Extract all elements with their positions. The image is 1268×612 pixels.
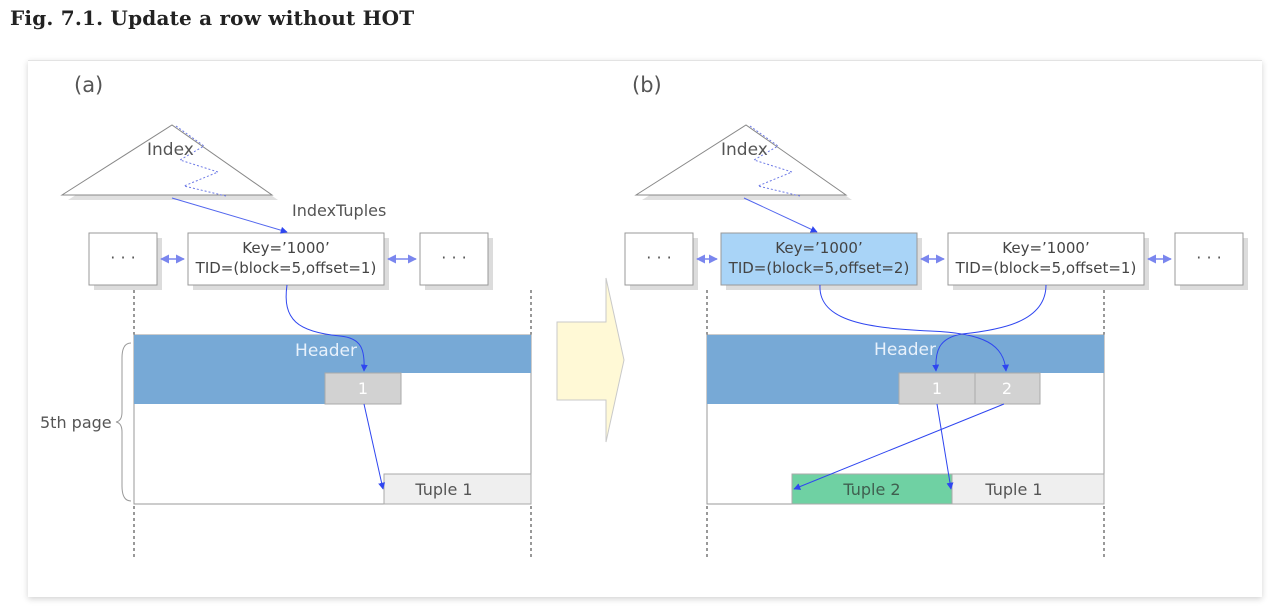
heap-tuple-1-b bbox=[951, 473, 1105, 505]
index-triangle-a: Index bbox=[60, 124, 278, 200]
index-pointer-arrow-b bbox=[743, 197, 818, 233]
index-tuple-tid-a: TID=(block=5,offset=1) bbox=[195, 259, 377, 277]
line-pointer-1-a bbox=[324, 372, 402, 405]
panel-b: (b) Index · · · Key=’1000’ TID=(block=5,… bbox=[624, 73, 1248, 560]
line-pointer-arrow-a bbox=[363, 403, 386, 490]
ellipsis-left-a: · · · bbox=[110, 248, 135, 267]
tid-arrow-a bbox=[285, 284, 368, 372]
line-pointer-1-b bbox=[898, 372, 976, 405]
new-index-tuple-tid-b: TID=(block=5,offset=2) bbox=[728, 259, 910, 277]
panel-a-label: (a) bbox=[74, 73, 103, 97]
ellipsis-right-a: · · · bbox=[441, 248, 466, 267]
heap-tuple-1-label-a: Tuple 1 bbox=[414, 480, 472, 499]
new-index-tuple-key-b: Key=’1000’ bbox=[775, 239, 862, 257]
page-header-a bbox=[134, 335, 531, 404]
header-label-b: Header bbox=[874, 340, 936, 360]
panel-b-label: (b) bbox=[632, 73, 662, 97]
transition-arrow bbox=[556, 277, 625, 443]
index-tuple-key-a: Key=’1000’ bbox=[242, 239, 329, 257]
ellipsis-left-b: · · · bbox=[646, 248, 671, 267]
index-tuple-ellipsis-right-a bbox=[419, 232, 489, 286]
figure-frame bbox=[28, 60, 1262, 597]
old-index-tuple-key-b: Key=’1000’ bbox=[1002, 239, 1089, 257]
page-label: 5th page bbox=[40, 413, 112, 432]
ellipsis-right-b: · · · bbox=[1196, 248, 1221, 267]
line-pointer-1-label-b: 1 bbox=[932, 379, 942, 398]
index-pointer-arrow-a bbox=[171, 197, 288, 234]
old-index-tuple-b bbox=[947, 232, 1145, 286]
page-brace bbox=[115, 342, 132, 502]
line-pointer-2-arrow-b bbox=[793, 403, 1005, 490]
line-pointer-1-arrow-b bbox=[936, 403, 954, 490]
index-tuple-a bbox=[187, 232, 385, 286]
new-index-tuple-b bbox=[720, 232, 918, 286]
heap-tuple-1-label-b: Tuple 1 bbox=[984, 480, 1042, 499]
panel-a: (a) Index IndexTuples · · · Key=’1000’ T… bbox=[40, 73, 532, 560]
line-pointer-1-label-a: 1 bbox=[358, 379, 368, 398]
index-label-b: Index bbox=[721, 140, 768, 160]
heap-tuple-1-a bbox=[383, 473, 532, 505]
line-pointer-2-label-b: 2 bbox=[1002, 379, 1012, 398]
old-index-tuple-tid-b: TID=(block=5,offset=1) bbox=[955, 259, 1137, 277]
index-tuples-label: IndexTuples bbox=[292, 201, 386, 220]
header-label-a: Header bbox=[295, 341, 357, 361]
index-label-a: Index bbox=[147, 140, 194, 160]
heap-tuple-2-label-b: Tuple 2 bbox=[842, 480, 900, 499]
index-tuple-ellipsis-left-b bbox=[624, 232, 694, 286]
index-triangle-b: Index bbox=[634, 124, 852, 200]
line-pointer-2-b bbox=[974, 372, 1041, 405]
old-tid-arrow-b bbox=[932, 284, 1047, 372]
figure-caption: Fig. 7.1. Update a row without HOT bbox=[10, 6, 415, 30]
index-tuple-ellipsis-right-b bbox=[1174, 232, 1244, 286]
index-tuple-ellipsis-left-a bbox=[88, 232, 158, 286]
new-tid-arrow-b bbox=[819, 284, 1010, 372]
